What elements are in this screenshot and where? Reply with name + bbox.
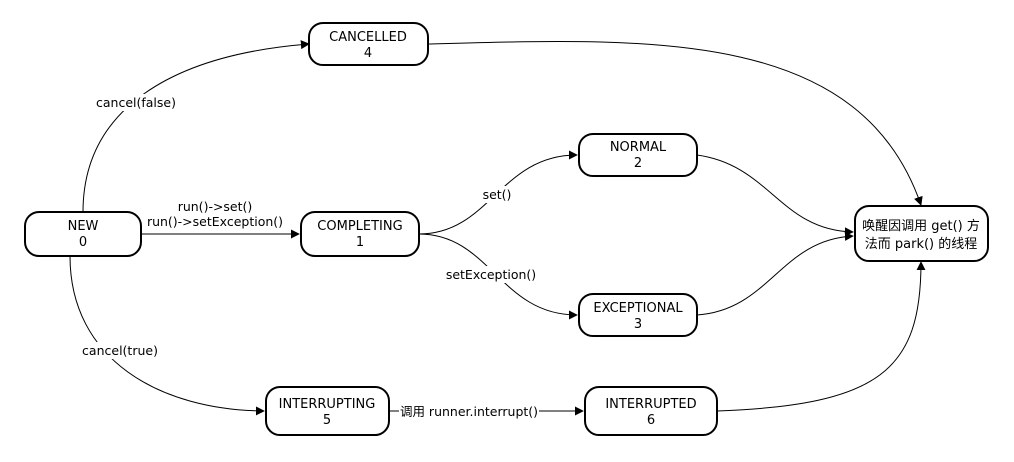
- label-cancel-true: cancel(true): [82, 343, 158, 358]
- node-interrupted: INTERRUPTED 6: [584, 386, 718, 436]
- edge-cancelled-to-wake: [427, 40, 923, 206]
- node-new: NEW 0: [24, 211, 142, 257]
- node-interrupted-name: INTERRUPTED: [605, 397, 696, 412]
- label-run-set: run()->set(): [178, 199, 253, 214]
- label-cancel-false: cancel(false): [96, 95, 176, 110]
- edge-new-to-cancelled: [82, 40, 310, 213]
- node-wake-threads: 唤醒因调用 get() 方 法而 park() 的线程: [854, 205, 989, 262]
- node-cancelled: CANCELLED 4: [308, 22, 429, 66]
- edge-new-to-interrupting: [69, 255, 265, 416]
- node-wake-line1: 唤醒因调用 get() 方: [862, 218, 980, 234]
- node-exceptional-code: 3: [634, 317, 642, 332]
- edge-interrupted-to-wake: [716, 261, 926, 412]
- node-interrupting: INTERRUPTING 5: [265, 386, 390, 436]
- label-set-exception: setException(): [446, 267, 536, 282]
- edge-normal-to-wake: [696, 154, 854, 237]
- node-normal-name: NORMAL: [610, 140, 667, 155]
- node-normal-code: 2: [634, 156, 642, 171]
- node-interrupted-code: 6: [647, 413, 655, 428]
- node-cancelled-name: CANCELLED: [329, 30, 407, 45]
- edge-exceptional-to-wake: [696, 231, 854, 316]
- node-interrupting-code: 5: [323, 413, 331, 428]
- node-cancelled-code: 4: [364, 46, 372, 61]
- label-runner-interrupt: 调用 runner.interrupt(): [400, 404, 538, 419]
- node-new-name: NEW: [68, 219, 99, 234]
- node-completing: COMPLETING 1: [300, 211, 420, 257]
- node-completing-code: 1: [356, 235, 364, 250]
- node-exceptional: EXCEPTIONAL 3: [578, 293, 698, 337]
- node-normal: NORMAL 2: [578, 133, 698, 177]
- node-exceptional-name: EXCEPTIONAL: [593, 301, 683, 316]
- node-wake-line2: 法而 park() 的线程: [865, 236, 978, 252]
- label-run-set-exception: run()->setException(): [147, 214, 283, 229]
- node-completing-name: COMPLETING: [317, 219, 402, 234]
- node-interrupting-name: INTERRUPTING: [279, 397, 376, 412]
- node-new-code: 0: [79, 235, 87, 250]
- label-set: set(): [483, 187, 512, 202]
